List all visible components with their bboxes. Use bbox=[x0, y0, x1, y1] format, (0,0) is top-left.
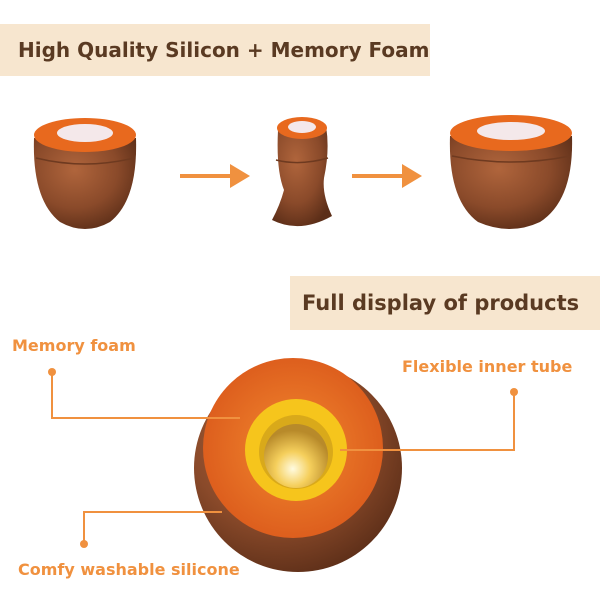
title-text: High Quality Silicon + Memory Foam bbox=[18, 38, 430, 62]
callout-memory-foam bbox=[48, 368, 240, 419]
right-arrow-icon bbox=[180, 164, 250, 188]
section-banner: Full display of products bbox=[290, 276, 600, 330]
ear-tip-cross-section bbox=[194, 358, 402, 572]
callout-silicone bbox=[80, 511, 222, 548]
ear-tip-original bbox=[33, 118, 137, 229]
ear-tip-compressed bbox=[272, 117, 332, 227]
section-text: Full display of products bbox=[302, 291, 580, 315]
memory-foam-label: Memory foam bbox=[12, 336, 136, 355]
silicone-label: Comfy washable silicone bbox=[18, 560, 240, 579]
ear-tip-recovered bbox=[449, 115, 573, 229]
right-arrow-icon bbox=[352, 164, 422, 188]
callout-inner-tube bbox=[340, 388, 518, 451]
inner-tube-label: Flexible inner tube bbox=[402, 357, 573, 376]
title-banner: High Quality Silicon + Memory Foam bbox=[0, 24, 430, 76]
